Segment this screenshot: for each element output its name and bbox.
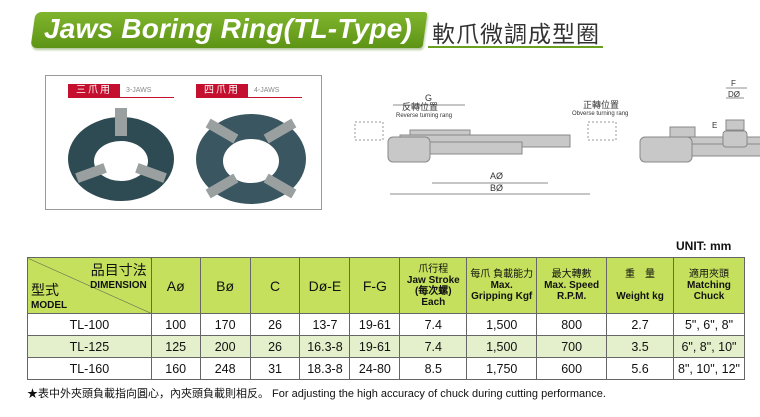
page-title: Jaws Boring Ring(TL-Type) (44, 13, 412, 44)
cell-d-e: 18.3-8 (299, 357, 351, 380)
cell-a: 125 (150, 335, 201, 358)
corner-header: 品目寸法 DIMENSION 型式 MODEL (27, 257, 152, 314)
header-line: Jaw Stroke (406, 274, 460, 286)
cell-matching-chuck: 6", 8", 10" (672, 335, 746, 358)
tag-label-cn: 四爪用 (196, 84, 248, 98)
header-line: R.P.M. (556, 291, 587, 302)
unit-label: UNIT: mm (676, 239, 732, 253)
cell-gripping: 1,750 (466, 357, 538, 380)
cell-model: TL-160 (27, 357, 152, 380)
label-e: E (712, 121, 717, 130)
label-f: F (731, 80, 736, 88)
header-gripping: 每爪 負載能力 Max. Gripping Kgf (466, 257, 538, 314)
product-photos: 三爪用 3-JAWS 四爪用 4-JAWS (45, 75, 322, 210)
header-line: Max. Speed (544, 280, 600, 291)
header-label-cn: 爪行程 (418, 263, 449, 275)
cell-matching-chuck: 5", 6", 8" (672, 313, 746, 336)
title-underline (428, 46, 603, 48)
cell-jaw-stroke: 7.4 (399, 335, 468, 358)
cell-b: 170 (199, 313, 251, 336)
ring-4-jaws-image (196, 114, 306, 204)
label-d: DØ (728, 90, 740, 99)
cell-a: 160 (150, 357, 201, 380)
tag-label-en: 3-JAWS (120, 84, 174, 98)
header-f-g: F-G (349, 257, 401, 314)
cell-model: TL-125 (27, 335, 152, 358)
cell-weight: 2.7 (606, 313, 674, 336)
header-line: Weight kg (616, 291, 664, 302)
dimension-en: DIMENSION (90, 280, 147, 291)
header-line: Gripping Kgf (471, 291, 533, 302)
cell-f-g: 19-61 (349, 335, 401, 358)
cell-d-e: 13-7 (299, 313, 351, 336)
header-label-cn: 最大轉數 (551, 269, 592, 280)
cell-c: 26 (249, 335, 301, 358)
cell-max-speed: 600 (536, 357, 608, 380)
header-d-e: Dø-E (299, 257, 351, 314)
header-c: C (249, 257, 301, 314)
tag-4-jaws: 四爪用 4-JAWS (196, 84, 302, 98)
label-b: BØ (490, 183, 503, 193)
ring-images (68, 108, 306, 204)
cell-c: 26 (249, 313, 301, 336)
cell-weight: 5.6 (606, 357, 674, 380)
label-g: G (425, 93, 432, 103)
cell-gripping: 1,500 (466, 313, 538, 336)
tag-label-en: 4-JAWS (248, 84, 302, 98)
label-a: AØ (490, 171, 503, 181)
cell-weight: 3.5 (606, 335, 674, 358)
cell-jaw-stroke: 7.4 (399, 313, 468, 336)
dimension-cn: 品目寸法 (90, 262, 147, 278)
spec-table: 品目寸法 DIMENSION 型式 MODEL Aø Bø C Dø-E F-G… (27, 257, 746, 380)
cell-c: 31 (249, 357, 301, 380)
cell-f-g: 24-80 (349, 357, 401, 380)
header-line: Max. (490, 280, 513, 291)
header-jaw-stroke: 爪行程 Jaw Stroke (每次螺) Each (399, 257, 468, 314)
cell-f-g: 19-61 (349, 313, 401, 336)
cell-b: 200 (199, 335, 251, 358)
tag-3-jaws: 三爪用 3-JAWS (68, 84, 174, 98)
cell-d-e: 16.3-8 (299, 335, 351, 358)
header-a: Aø (150, 257, 201, 314)
header-line: Each (421, 296, 446, 308)
header-label-cn: 每爪 負載能力 (470, 269, 534, 280)
cell-max-speed: 700 (536, 335, 608, 358)
header-max-speed: 最大轉數 Max. Speed R.P.M. (536, 257, 608, 314)
header-weight: 重 量 Weight kg (606, 257, 674, 314)
diagram-drawing: G 反轉位置 Reverse turning rang 正轉位置 Obverse… (354, 79, 760, 195)
label-obverse-en: Obverse turning rang (572, 111, 628, 117)
cell-max-speed: 800 (536, 313, 608, 336)
header-label-cn: 重 量 (625, 269, 656, 280)
model-cn: 型式 (31, 282, 59, 298)
header-b: Bø (199, 257, 251, 314)
model-en: MODEL (31, 300, 68, 311)
cell-matching-chuck: 8", 10", 12" (672, 357, 746, 380)
ring-3-jaws-image (68, 108, 174, 201)
footnote: ★表中外夾頭負載指向圓心，內夾頭負載則相反。 For adjusting the… (27, 388, 606, 400)
label-reverse-en: Reverse turning rang (396, 113, 452, 119)
cell-jaw-stroke: 8.5 (399, 357, 468, 380)
cell-b: 248 (199, 357, 251, 380)
cell-model: TL-100 (27, 313, 152, 336)
header-line: Matching (687, 280, 731, 291)
header-line: Chuck (693, 291, 725, 302)
technical-diagram: G 反轉位置 Reverse turning rang 正轉位置 Obverse… (340, 79, 760, 205)
header-matching-chuck: 適用夾頭 Matching Chuck (672, 257, 746, 314)
page-title-cn: 軟爪微調成型圈 (432, 21, 600, 47)
header-label-cn: 適用夾頭 (688, 269, 729, 280)
cell-gripping: 1,500 (466, 335, 538, 358)
header-line: (每次螺) (414, 285, 452, 297)
tag-label-cn: 三爪用 (68, 84, 120, 98)
label-obverse-cn: 正轉位置 (583, 99, 619, 110)
header-row: 品目寸法 DIMENSION 型式 MODEL Aø Bø C Dø-E F-G… (27, 257, 746, 314)
cell-a: 100 (150, 313, 201, 336)
label-reverse-cn: 反轉位置 (402, 101, 438, 112)
